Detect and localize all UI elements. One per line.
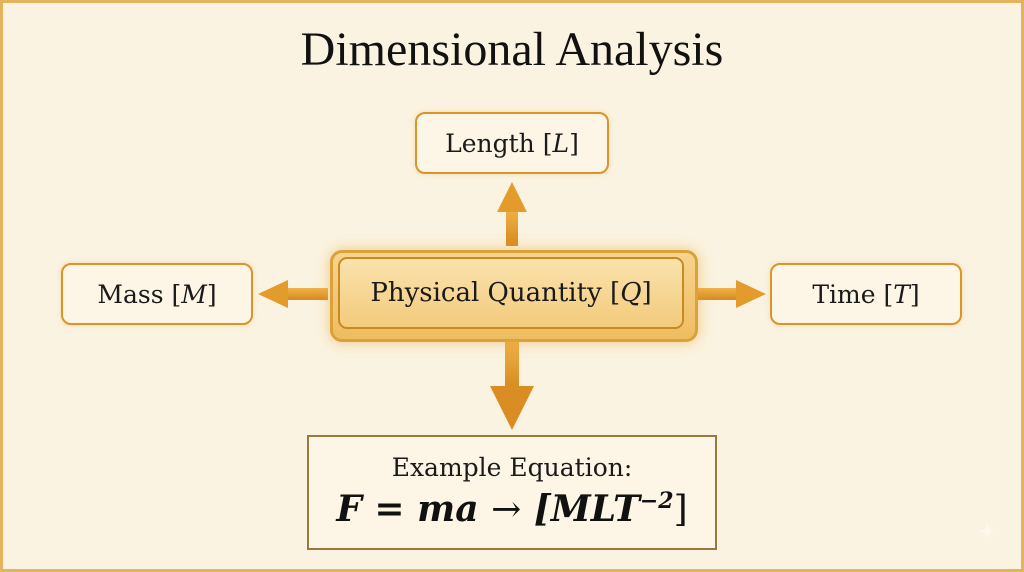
equation-lhs: F = ma (336, 488, 479, 530)
node-time-label: Time (812, 279, 876, 309)
equation-arrow: → (491, 489, 522, 530)
center-node-label: Physical Quantity (370, 278, 602, 308)
arrow-left-icon (258, 280, 328, 308)
arrow-down-icon (490, 340, 534, 430)
node-mass: Mass [M] (61, 263, 253, 325)
equation-label: Example Equation: (391, 453, 633, 482)
center-node-symbol: Q (620, 278, 642, 308)
arrow-right-icon (696, 280, 766, 308)
arrow-up-icon (497, 182, 527, 246)
center-node: Physical Quantity [Q] (338, 257, 684, 329)
equation-exponent: −2 (639, 488, 674, 514)
node-time: Time [T] (770, 263, 962, 325)
example-equation-box: Example Equation: F = ma → [MLT−2] (307, 435, 717, 550)
node-length-label: Length (445, 128, 535, 158)
equation-close: ] (673, 489, 688, 530)
node-length-symbol: L (552, 128, 570, 158)
node-time-symbol: T (893, 279, 910, 309)
equation-result: [MLT (533, 488, 640, 530)
sparkle-icon: ✦ (978, 520, 997, 545)
node-mass-label: Mass (97, 279, 164, 309)
node-mass-symbol: M (181, 279, 207, 309)
diagram-title: Dimensional Analysis (300, 23, 724, 76)
equation-formula: F = ma → [MLT−2] (309, 488, 715, 530)
node-length: Length [L] (415, 112, 609, 174)
